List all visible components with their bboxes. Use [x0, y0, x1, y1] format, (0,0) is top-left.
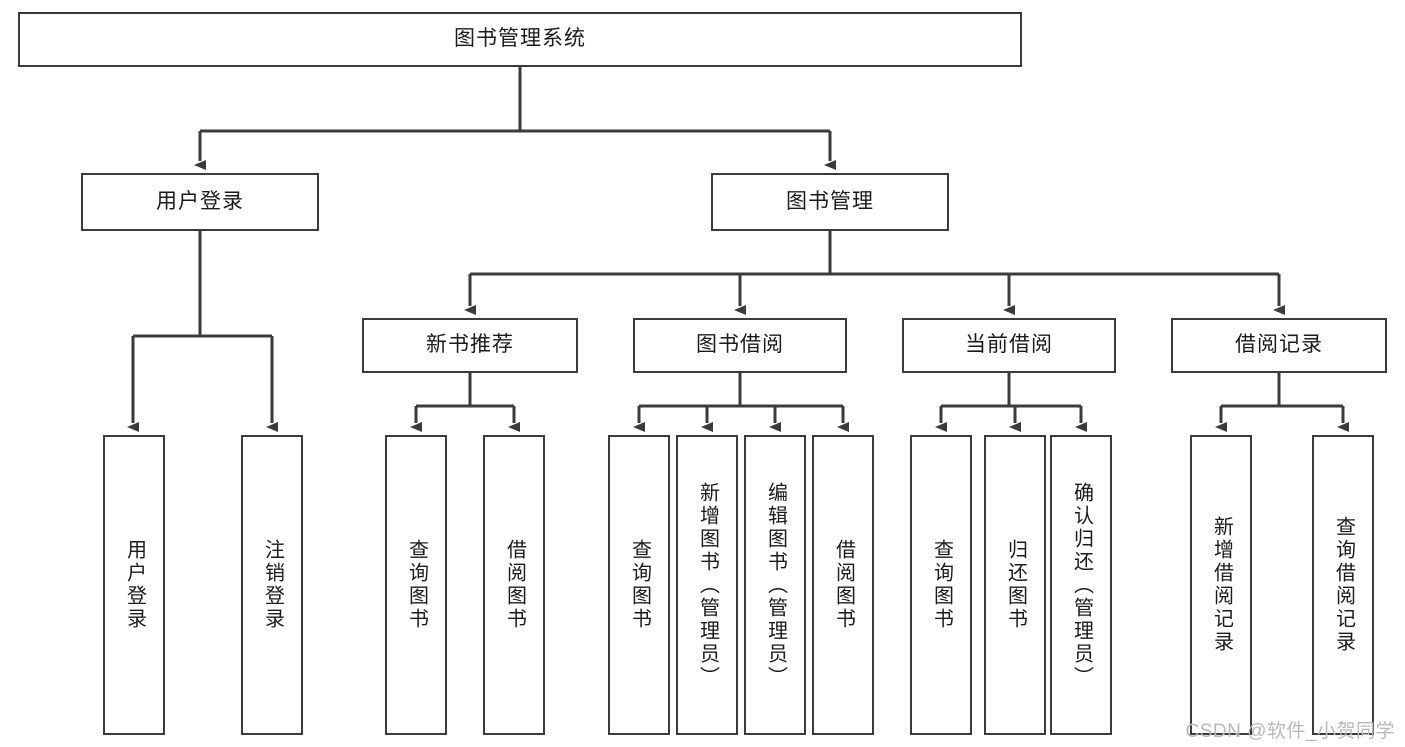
node-new-book-recommendation[interactable]: 新书推荐	[362, 318, 578, 373]
node-leaf-confirm-return-admin[interactable]: 确认归还（管理员）	[1050, 435, 1112, 735]
node-root-system[interactable]: 图书管理系统	[18, 12, 1022, 67]
node-borrowing-records[interactable]: 借阅记录	[1171, 318, 1387, 373]
node-leaf-borrow-books-new[interactable]: 借阅图书	[483, 435, 545, 735]
node-label: 编辑图书（管理员）	[764, 481, 787, 689]
node-leaf-add-borrow-record[interactable]: 新增借阅记录	[1190, 435, 1252, 735]
node-label: 归还图书	[1004, 539, 1027, 631]
node-label: 图书管理	[786, 189, 874, 213]
node-label: 借阅记录	[1235, 333, 1323, 357]
node-label: 借阅图书	[832, 539, 855, 631]
node-leaf-borrow-books[interactable]: 借阅图书	[812, 435, 874, 735]
node-book-borrowing[interactable]: 图书借阅	[633, 318, 847, 373]
node-leaf-user-login[interactable]: 用户登录	[103, 435, 165, 735]
node-leaf-return-books[interactable]: 归还图书	[984, 435, 1046, 735]
node-current-borrowing[interactable]: 当前借阅	[902, 318, 1116, 373]
node-label: 查询借阅记录	[1332, 516, 1355, 654]
node-leaf-edit-book-admin[interactable]: 编辑图书（管理员）	[744, 435, 806, 735]
node-leaf-query-books-current[interactable]: 查询图书	[910, 435, 972, 735]
node-leaf-logout[interactable]: 注销登录	[241, 435, 303, 735]
node-leaf-query-books[interactable]: 查询图书	[608, 435, 670, 735]
node-user-login[interactable]: 用户登录	[81, 173, 319, 231]
node-label: 新书推荐	[426, 333, 514, 357]
node-label: 用户登录	[156, 189, 244, 213]
node-label: 借阅图书	[503, 539, 526, 631]
node-leaf-add-book-admin[interactable]: 新增图书（管理员）	[676, 435, 738, 735]
node-label: 新增借阅记录	[1210, 516, 1233, 654]
node-label: 新增图书（管理员）	[696, 481, 719, 689]
node-label: 查询图书	[628, 539, 651, 631]
node-leaf-query-borrow-record[interactable]: 查询借阅记录	[1312, 435, 1374, 735]
node-label: 图书借阅	[696, 333, 784, 357]
node-label: 图书管理系统	[454, 27, 586, 51]
node-book-management[interactable]: 图书管理	[711, 173, 949, 231]
node-label: 查询图书	[405, 539, 428, 631]
node-label: 用户登录	[123, 539, 146, 631]
node-leaf-query-books-new[interactable]: 查询图书	[385, 435, 447, 735]
node-label: 查询图书	[930, 539, 953, 631]
node-label: 注销登录	[261, 539, 284, 631]
watermark-text: CSDN @软件_小贺同学	[1185, 721, 1395, 742]
node-label: 确认归还（管理员）	[1070, 481, 1093, 689]
node-label: 当前借阅	[965, 333, 1053, 357]
